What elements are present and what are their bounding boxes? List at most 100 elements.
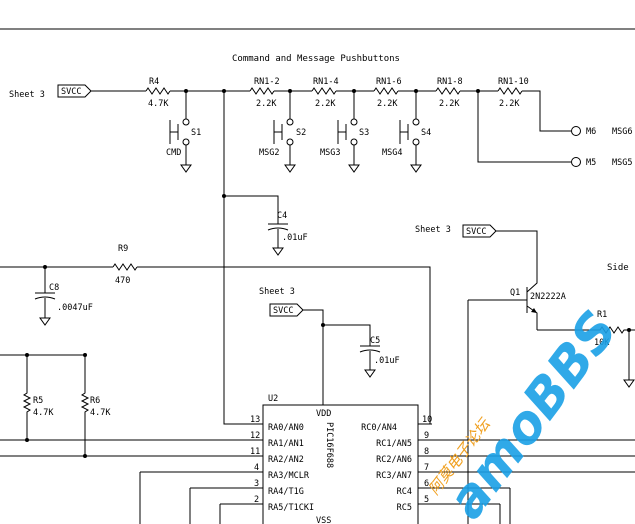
r4-ref: R4 <box>149 77 159 87</box>
r6-ref: R6 <box>90 396 100 406</box>
section-title: Command and Message Pushbuttons <box>232 54 400 64</box>
m5-ref: M5 <box>586 158 596 168</box>
m5-label: MSG5 <box>612 158 632 168</box>
ic-right-pins <box>418 423 635 505</box>
switch-s2 <box>273 91 296 173</box>
pin-num-11: 11 <box>250 447 260 457</box>
resistor-r5 <box>22 355 32 440</box>
m6-label: MSG6 <box>612 127 632 137</box>
pin-rc3: RC3/AN7 <box>376 471 412 481</box>
capacitor-c5 <box>359 345 381 378</box>
side-label: Side <box>607 263 629 273</box>
output-m5 <box>571 157 581 167</box>
s4-ref: S4 <box>421 128 431 138</box>
resistor-rn1-10 <box>497 87 523 95</box>
svcc-port-1: SVCC <box>57 84 92 98</box>
pin-ra3: RA3/MCLR <box>268 471 310 481</box>
pin-num-5: 5 <box>424 495 429 505</box>
switch-s3 <box>337 91 360 173</box>
c8-value: .0047uF <box>57 303 93 313</box>
switch-s4 <box>399 91 422 173</box>
pin-num-3: 3 <box>254 479 259 489</box>
s1-ref: S1 <box>191 128 201 138</box>
svg-text:SVCC: SVCC <box>273 306 293 316</box>
r5-value: 4.7K <box>33 408 54 418</box>
pin-num-7: 7 <box>424 463 429 473</box>
c5-ref: C5 <box>370 336 380 346</box>
resistor-r9 <box>112 263 138 271</box>
output-m6 <box>571 126 581 136</box>
r6-value: 4.7K <box>90 408 111 418</box>
c5-value: .01uF <box>374 356 400 366</box>
s2-label: MSG2 <box>259 148 279 158</box>
pin-ra5: RA5/T1CKI <box>268 503 314 513</box>
s3-ref: S3 <box>359 128 369 138</box>
rn1-8-ref: RN1-8 <box>437 77 463 87</box>
ic-u2-body <box>262 404 419 524</box>
rn1-6-value: 2.2K <box>377 99 398 109</box>
pin-rc1: RC1/AN5 <box>376 439 412 449</box>
pin-num-13: 13 <box>250 415 260 425</box>
resistor-r6 <box>80 355 90 456</box>
r1-value: 10K <box>594 338 610 348</box>
rn1-4-value: 2.2K <box>315 99 336 109</box>
pin-num-6: 6 <box>424 479 429 489</box>
svcc-port-2: SVCC <box>269 303 304 317</box>
pin-rc0: RC0/AN4 <box>361 423 397 433</box>
sheet-ref-1: Sheet 3 <box>9 90 45 100</box>
rn1-10-ref: RN1-10 <box>498 77 529 87</box>
pin-ra4: RA4/T1G <box>268 487 304 497</box>
q1-ref: Q1 <box>510 288 520 298</box>
s2-ref: S2 <box>296 128 306 138</box>
resistor-rn1-8 <box>435 87 461 95</box>
ic-part: PIC16F688 <box>324 422 334 468</box>
pin-ra0: RA0/AN0 <box>268 423 304 433</box>
pin-rc2: RC2/AN6 <box>376 455 412 465</box>
svg-text:SVCC: SVCC <box>61 87 81 97</box>
r1-ref: R1 <box>597 310 607 320</box>
svg-text:SVCC: SVCC <box>466 227 486 237</box>
resistor-r4 <box>145 87 171 95</box>
switch-s1 <box>169 91 192 173</box>
s1-label: CMD <box>166 148 181 158</box>
pin-rc4: RC4 <box>397 487 412 497</box>
q1-part: 2N2222A <box>530 292 566 302</box>
capacitor-c8 <box>34 267 56 326</box>
resistor-rn1-2 <box>249 87 275 95</box>
pin-num-2: 2 <box>254 495 259 505</box>
resistor-rn1-6 <box>373 87 399 95</box>
ic-left-pins <box>0 423 263 505</box>
rn1-2-value: 2.2K <box>256 99 277 109</box>
pin-num-12: 12 <box>250 431 260 441</box>
pin-num-10: 10 <box>422 415 432 425</box>
ic-vss: VSS <box>316 516 331 524</box>
sheet-ref-3: Sheet 3 <box>415 225 451 235</box>
s3-label: MSG3 <box>320 148 340 158</box>
watermark: amoBBS 阿莫电子论坛 <box>425 301 630 524</box>
c4-ref: C4 <box>277 211 287 221</box>
resistor-r1 <box>537 326 635 334</box>
pin-num-9: 9 <box>424 431 429 441</box>
r4-value: 4.7K <box>148 99 169 109</box>
ic-ref: U2 <box>268 394 278 404</box>
rn1-2-ref: RN1-2 <box>254 77 280 87</box>
rn1-10-value: 2.2K <box>499 99 520 109</box>
pin-num-4: 4 <box>254 463 259 473</box>
pin-rc5: RC5 <box>397 503 412 513</box>
m6-ref: M6 <box>586 127 596 137</box>
r9-ref: R9 <box>118 244 128 254</box>
ic-vdd: VDD <box>316 409 331 419</box>
rn1-8-value: 2.2K <box>439 99 460 109</box>
c8-ref: C8 <box>49 283 59 293</box>
s4-label: MSG4 <box>382 148 402 158</box>
r9-value: 470 <box>115 276 130 286</box>
resistor-rn1-4 <box>311 87 337 95</box>
r5-ref: R5 <box>33 396 43 406</box>
capacitor-c4 <box>267 223 289 256</box>
watermark-main: amoBBS <box>436 301 629 524</box>
pin-ra2: RA2/AN2 <box>268 455 304 465</box>
transistor-q1 <box>468 287 538 330</box>
pin-num-8: 8 <box>424 447 429 457</box>
